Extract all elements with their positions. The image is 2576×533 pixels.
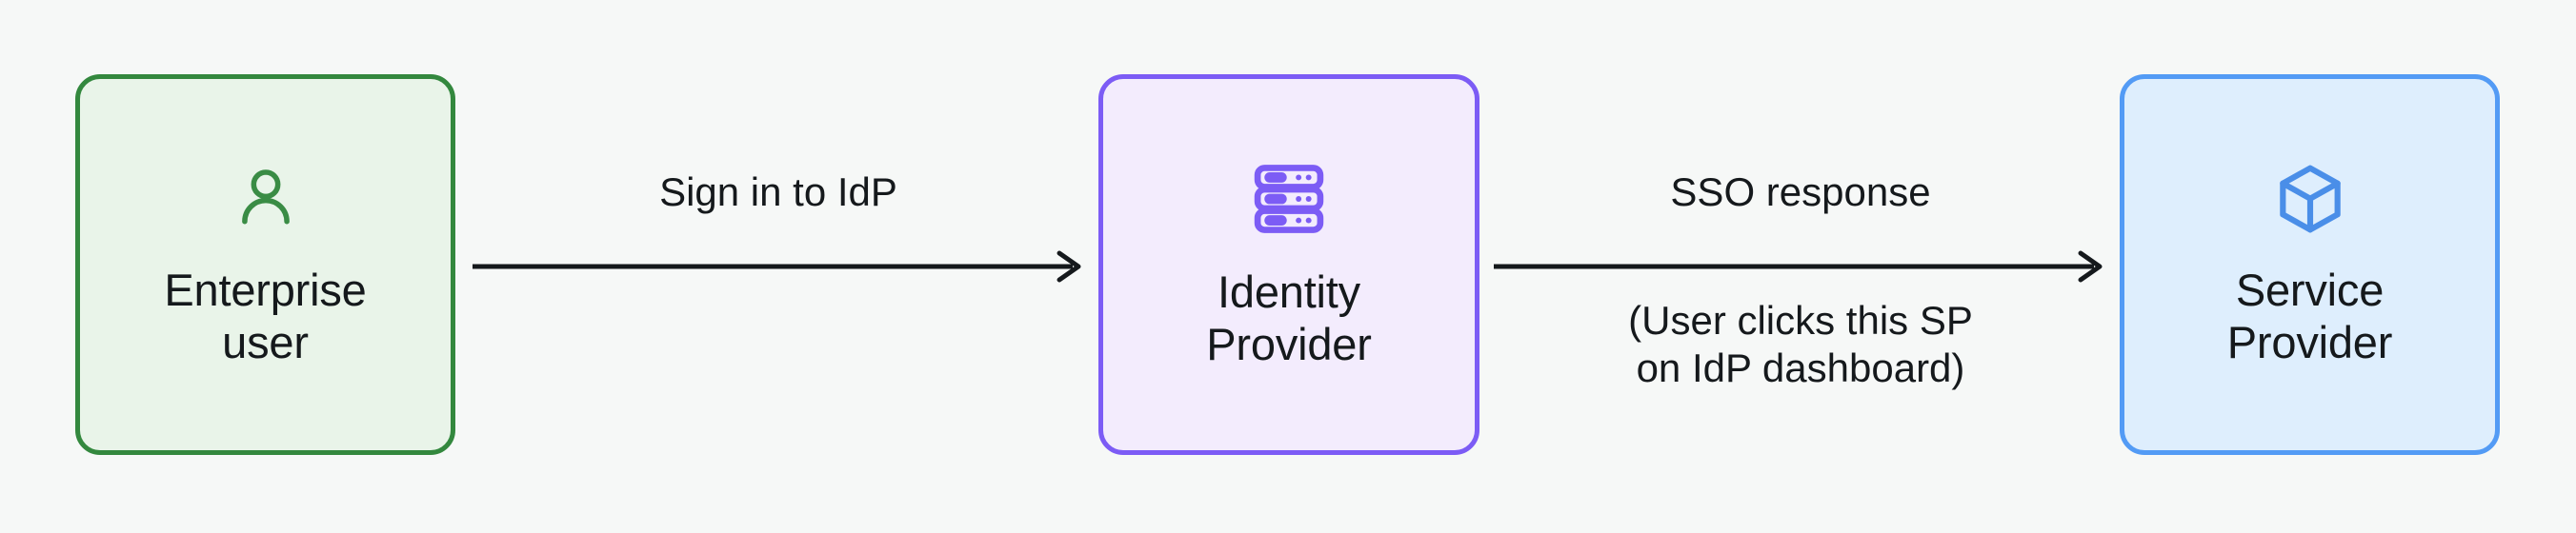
edge-label-sso-response: SSO response bbox=[1670, 169, 1931, 214]
server-rack-icon bbox=[1249, 159, 1329, 239]
node-label-enterprise-user: Enterprise user bbox=[164, 264, 367, 367]
edge-note-user-clicks-sp: (User clicks this SP on IdP dashboard) bbox=[1628, 298, 1973, 391]
node-label-identity-provider: Identity Provider bbox=[1206, 266, 1372, 369]
user-icon bbox=[229, 161, 303, 235]
node-label-service-provider: Service Provider bbox=[2226, 264, 2393, 367]
arrow-idp-to-sp bbox=[1494, 250, 2103, 283]
arrow-user-to-idp bbox=[473, 250, 1081, 283]
node-identity-provider[interactable]: Identity Provider bbox=[1098, 74, 1479, 455]
node-enterprise-user[interactable]: Enterprise user bbox=[75, 74, 455, 455]
edge-label-sign-in-to-idp: Sign in to IdP bbox=[659, 169, 897, 214]
node-service-provider[interactable]: Service Provider bbox=[2120, 74, 2500, 455]
cube-icon bbox=[2272, 161, 2348, 237]
